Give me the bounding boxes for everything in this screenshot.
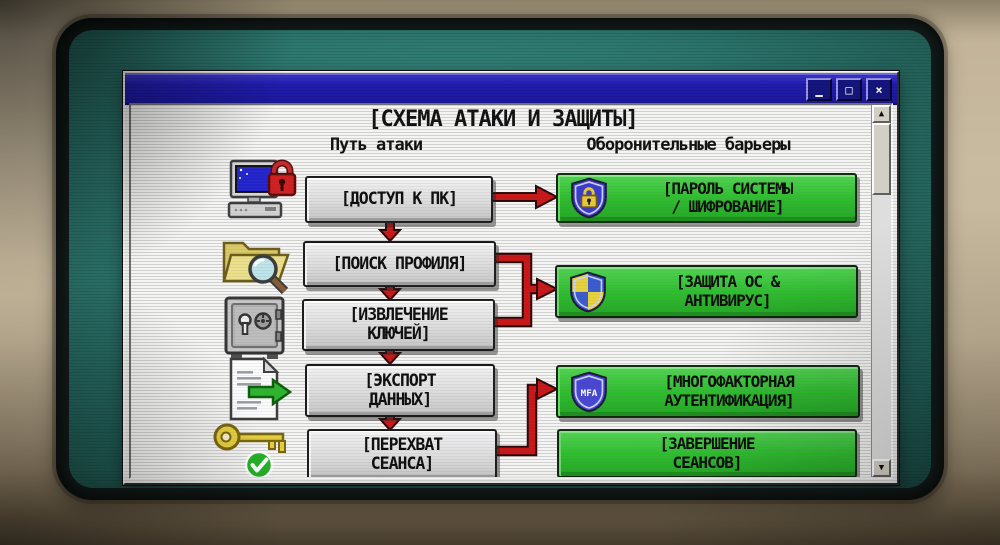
shield-quartered-icon xyxy=(567,271,609,313)
attack-step-data-export[interactable]: [ЭКСПОРТ ДАННЫХ] xyxy=(305,364,495,417)
diagram-title: [СХЕМА АТАКИ И ЗАЩИТЫ] xyxy=(368,107,638,132)
close-icon: × xyxy=(875,82,883,97)
mfa-shield-icon: MFA xyxy=(568,371,610,413)
defense-barrier-label: [ЗАЩИТА ОС & АНТИВИРУС] xyxy=(675,272,781,310)
defense-column-header: Оборонительные барьеры xyxy=(586,135,790,155)
scroll-down-button[interactable]: ▼ xyxy=(872,459,891,477)
maximize-button[interactable]: □ xyxy=(836,78,862,101)
attack-step-label: [ЭКСПОРТ ДАННЫХ] xyxy=(364,370,436,409)
app-window: ▁ □ × [СХЕМА АТАКИ И ЗАЩИТЫ] Путь атаки … xyxy=(123,71,899,485)
defense-barrier-os-antivirus[interactable]: [ЗАЩИТА ОС & АНТИВИРУС] xyxy=(555,265,858,318)
attack-column-header: Путь атаки xyxy=(329,135,423,155)
attack-step-label: [ПЕРЕХВАТ СЕАНСА] xyxy=(361,434,443,473)
vertical-scrollbar[interactable]: ▲ ▼ xyxy=(871,105,891,477)
defense-barrier-label: [МНОГОФАКТОРНАЯ АУТЕНТИФИКАЦИЯ] xyxy=(664,372,795,410)
scroll-down-icon: ▼ xyxy=(878,463,885,473)
key-check-icon xyxy=(213,417,299,477)
defense-barrier-session-termination[interactable]: [ЗАВЕРШЕНИЕ СЕАНСОВ] xyxy=(557,429,857,477)
folder-search-icon xyxy=(219,231,293,301)
minimize-button[interactable]: ▁ xyxy=(806,78,832,101)
attack-step-key-extraction[interactable]: [ИЗВЛЕЧЕНИЕ КЛЮЧЕЙ] xyxy=(302,299,495,351)
window-titlebar[interactable]: ▁ □ × xyxy=(125,73,897,105)
screen-bezel: ▁ □ × [СХЕМА АТАКИ И ЗАЩИТЫ] Путь атаки … xyxy=(56,18,944,500)
defense-barrier-label: [ПАРОЛЬ СИСТЕМЫ / ШИФРОВАНИЕ] xyxy=(662,178,794,216)
scroll-up-icon: ▲ xyxy=(878,109,885,119)
document-export-icon xyxy=(223,355,293,427)
arrow-into-mfa xyxy=(536,377,560,401)
maximize-icon: □ xyxy=(845,82,853,97)
scroll-up-button[interactable]: ▲ xyxy=(872,105,891,123)
mfa-icon-label: MFA xyxy=(581,388,598,399)
arrow-access-to-password xyxy=(488,184,560,210)
attack-step-label: [ДОСТУП К ПК] xyxy=(340,189,458,209)
attack-step-label: [ПОИСК ПРОФИЛЯ] xyxy=(332,253,467,273)
crt-screen: ▁ □ × [СХЕМА АТАКИ И ЗАЩИТЫ] Путь атаки … xyxy=(69,30,931,488)
scrollbar-thumb[interactable] xyxy=(872,123,891,195)
shield-lock-icon xyxy=(568,177,610,219)
arrow-into-os-protection xyxy=(536,277,560,301)
close-button[interactable]: × xyxy=(866,78,892,101)
attack-step-label: [ИЗВЛЕЧЕНИЕ КЛЮЧЕЙ] xyxy=(349,305,448,343)
attack-step-pc-access[interactable]: [ДОСТУП К ПК] xyxy=(305,176,493,223)
window-content: [СХЕМА АТАКИ И ЗАЩИТЫ] Путь атаки Оборон… xyxy=(129,103,893,479)
attack-step-session-hijack[interactable]: [ПЕРЕХВАТ СЕАНСА] xyxy=(307,429,497,477)
computer-lock-icon xyxy=(227,159,297,227)
defense-barrier-password-encryption[interactable]: [ПАРОЛЬ СИСТЕМЫ / ШИФРОВАНИЕ] xyxy=(556,173,857,223)
attack-step-profile-search[interactable]: [ПОИСК ПРОФИЛЯ] xyxy=(303,241,496,287)
hijack-to-mfa-line xyxy=(493,385,538,455)
defense-barrier-mfa[interactable]: MFA [МНОГОФАКТОРНАЯ АУТЕНТИФИКАЦИЯ] xyxy=(556,365,860,418)
defense-barrier-label: [ЗАВЕРШЕНИЕ СЕАНСОВ] xyxy=(659,434,756,472)
minimize-icon: ▁ xyxy=(815,82,823,97)
safe-icon xyxy=(220,295,290,367)
